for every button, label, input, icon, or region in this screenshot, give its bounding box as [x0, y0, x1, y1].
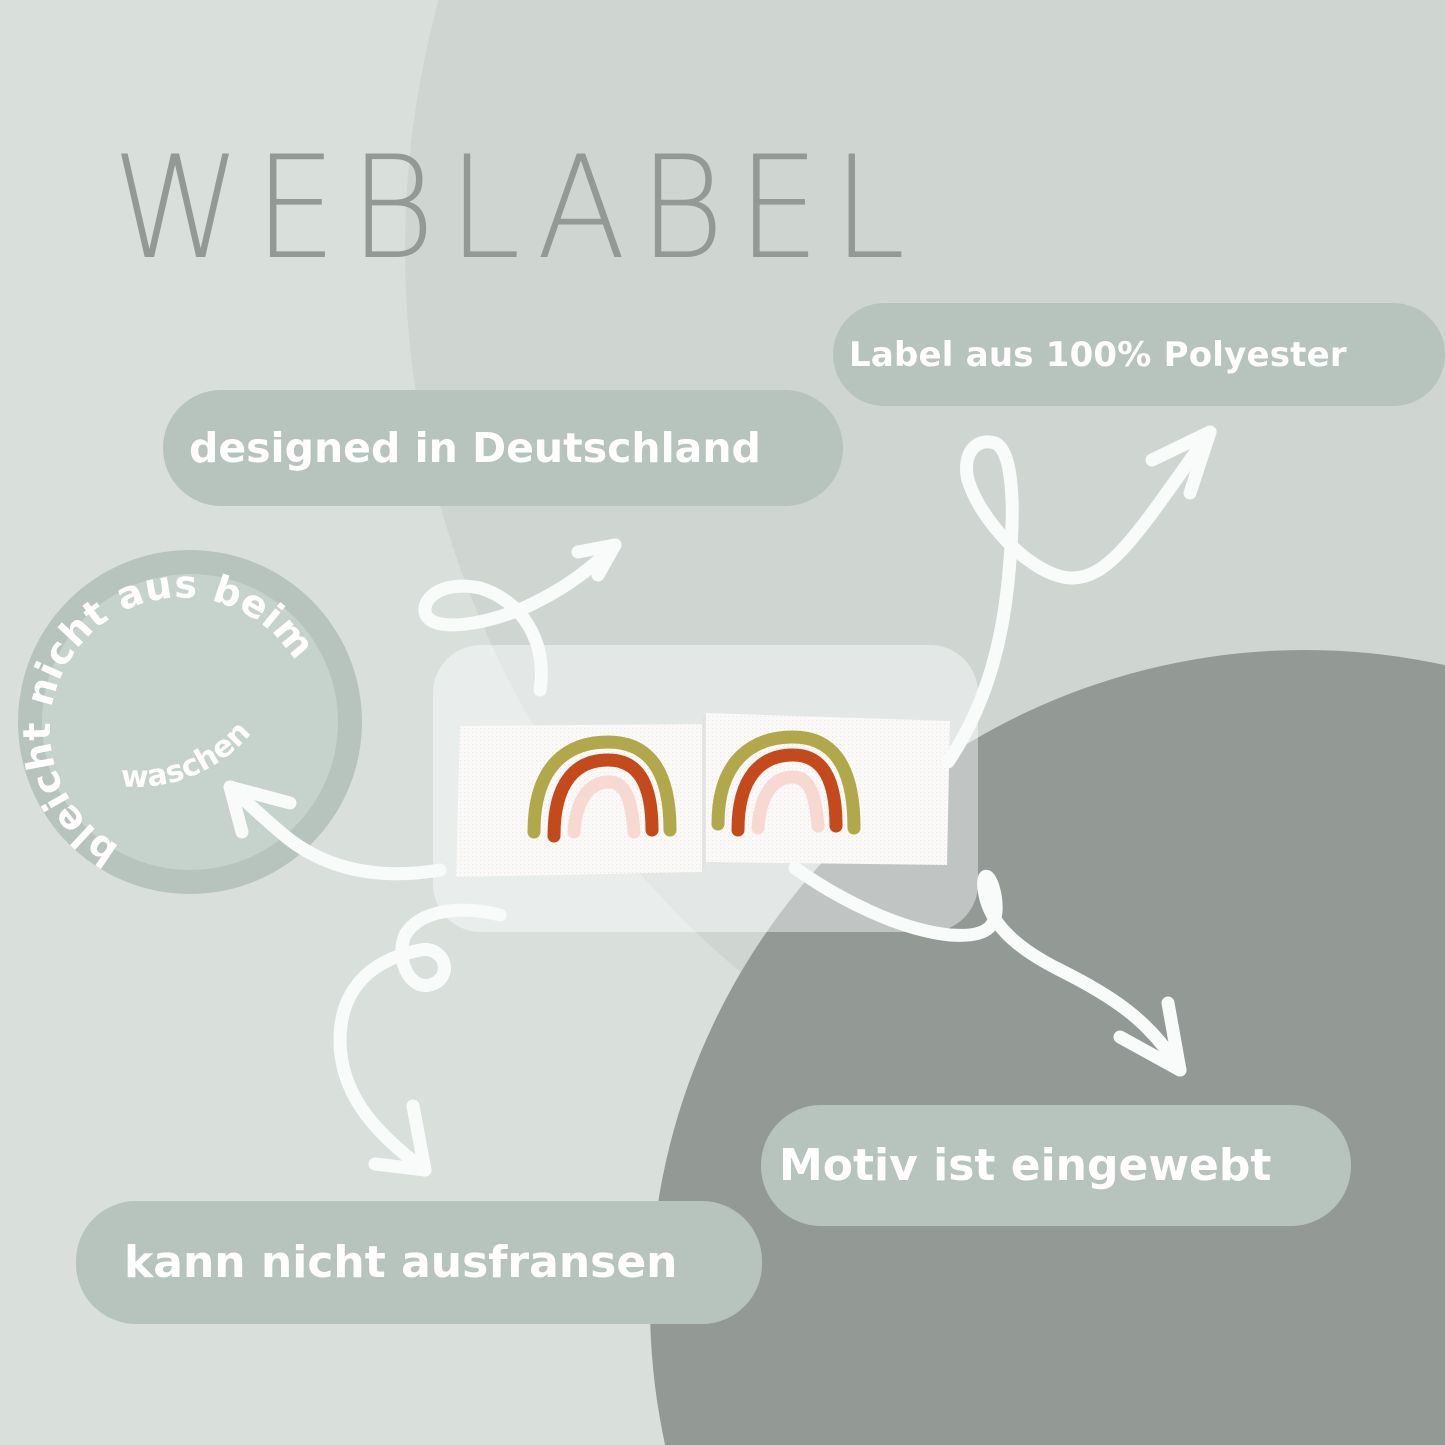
feature-text: designed in Deutschland: [189, 424, 761, 472]
feature-pill-no-fray: kann nicht ausfransen: [76, 1201, 762, 1324]
feature-text: Label aus 100% Polyester: [849, 334, 1347, 375]
feature-pill-woven-motif: Motiv ist eingewebt: [761, 1105, 1351, 1226]
rainbow-icon: [527, 735, 677, 843]
badge-outer-text: bleicht nicht aus beim: [18, 562, 323, 875]
feature-pill-polyester: Label aus 100% Polyester: [833, 303, 1445, 406]
badge-circular-text: bleicht nicht aus beim waschen: [18, 562, 324, 875]
feature-text: kann nicht ausfransen: [124, 1237, 678, 1288]
feature-text: Motiv ist eingewebt: [779, 1140, 1272, 1191]
badge-inner-text: waschen: [121, 714, 258, 795]
page-title: WEBLABEL: [112, 126, 919, 291]
feature-pill-designed-in-germany: designed in Deutschland: [163, 390, 843, 506]
colorfast-badge: bleicht nicht aus beim waschen: [18, 550, 362, 894]
curly-arrow-no-fray-icon: [333, 903, 507, 1177]
svg-text:waschen: waschen: [121, 714, 258, 795]
woven-label-image: [456, 713, 950, 877]
rainbow-icon: [711, 730, 861, 837]
svg-text:bleicht nicht aus beim: bleicht nicht aus beim: [18, 562, 324, 875]
